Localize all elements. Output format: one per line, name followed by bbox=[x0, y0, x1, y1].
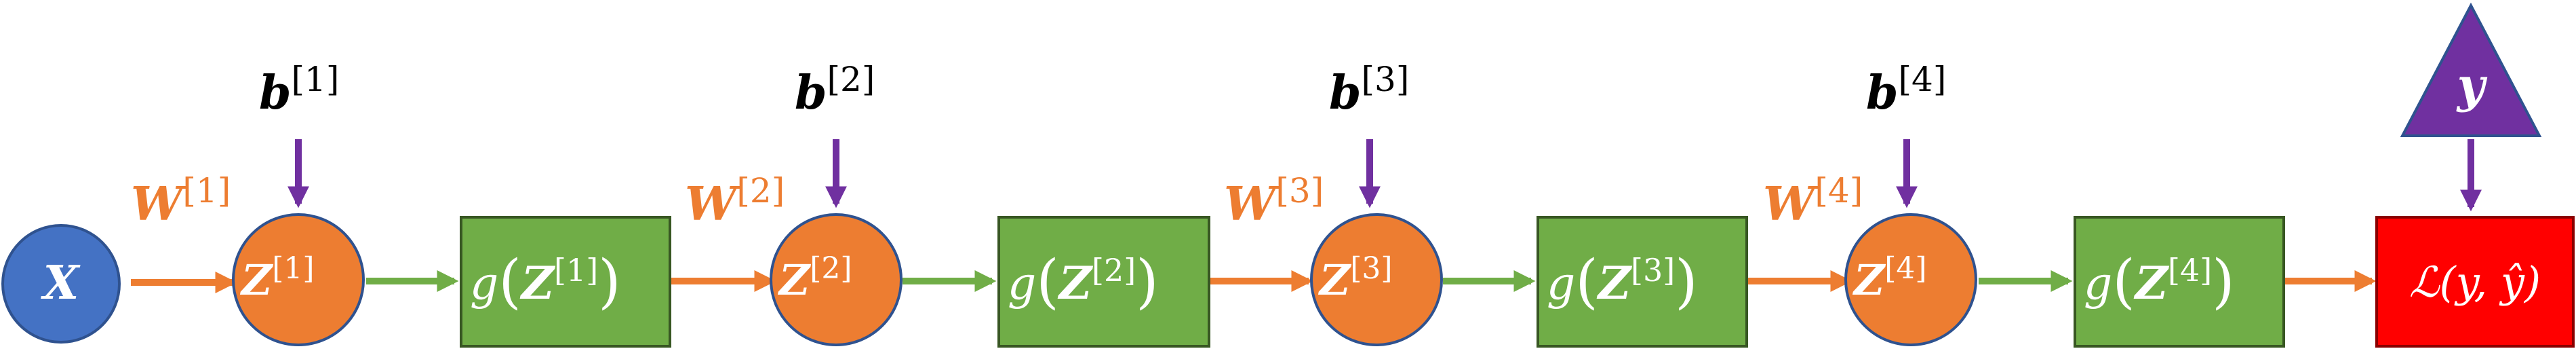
input-node: X bbox=[1, 224, 121, 344]
activation-label-1: g(Z[1]) bbox=[470, 248, 621, 316]
activation-label-2: g(Z[2]) bbox=[1008, 248, 1159, 316]
z-node-3: Z[3] bbox=[1310, 213, 1443, 346]
z-node-2: Z[2] bbox=[770, 213, 903, 346]
weight-label-1: W[1] bbox=[131, 171, 231, 232]
bias-label-2: b[2] bbox=[795, 60, 875, 120]
z-node-1: Z[1] bbox=[232, 213, 365, 346]
layer-3: W[3] b[3] Z[3] g(Z[3]) bbox=[1224, 60, 1748, 348]
target-label: y bbox=[2456, 57, 2488, 113]
loss-label: ℒ(y, ŷ) bbox=[2409, 257, 2541, 307]
activation-box-3: g(Z[3]) bbox=[1537, 216, 1748, 348]
bias-label-1: b[1] bbox=[259, 60, 339, 120]
bias-label-3: b[3] bbox=[1329, 60, 1409, 120]
weight-label-4: W[4] bbox=[1763, 171, 1863, 232]
target-node: y bbox=[2400, 2, 2542, 137]
arrows bbox=[131, 139, 2482, 294]
activation-label-4: g(Z[4]) bbox=[2084, 248, 2235, 316]
activation-box-4: g(Z[4]) bbox=[2074, 216, 2285, 348]
input-label: X bbox=[41, 256, 81, 310]
z-label-3: Z[3] bbox=[1317, 251, 1393, 305]
z-node-4: Z[4] bbox=[1844, 213, 1977, 346]
z-label-4: Z[4] bbox=[1852, 251, 1927, 305]
activation-box-1: g(Z[1]) bbox=[460, 216, 671, 348]
loss-box: ℒ(y, ŷ) bbox=[2375, 216, 2575, 348]
weight-label-3: W[3] bbox=[1224, 171, 1324, 232]
layer-2: W[2] b[2] Z[2] g(Z[2]) bbox=[685, 60, 1210, 348]
activation-box-2: g(Z[2]) bbox=[997, 216, 1210, 348]
layer-4: W[4] b[4] Z[4] g(Z[4]) bbox=[1763, 60, 2285, 348]
weight-label-2: W[2] bbox=[685, 171, 785, 232]
activation-label-3: g(Z[3]) bbox=[1547, 248, 1698, 316]
z-label-1: Z[1] bbox=[239, 251, 315, 305]
z-label-2: Z[2] bbox=[777, 251, 852, 305]
bias-label-4: b[4] bbox=[1866, 60, 1946, 120]
layer-1: W[1] b[1] Z[1] g(Z[1]) bbox=[131, 60, 671, 348]
